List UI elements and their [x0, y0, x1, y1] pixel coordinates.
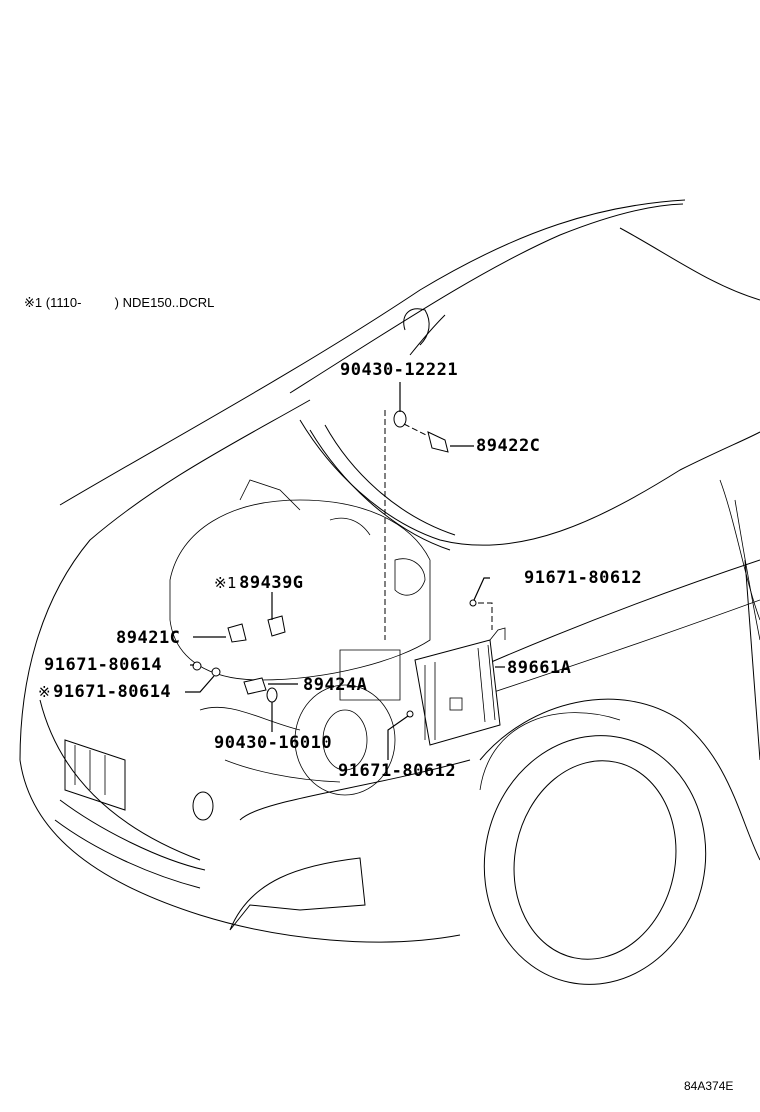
part-number: 89661A — [507, 658, 572, 678]
callout-91671-80612-lower[interactable]: 91671-80612 — [338, 763, 456, 780]
part-number: 91671-80614 — [44, 655, 163, 675]
small-parts — [192, 410, 477, 718]
front-wheel — [479, 712, 707, 985]
part-number: 91671-80612 — [338, 761, 457, 781]
leader-lines — [185, 382, 505, 760]
part-number: 89424A — [303, 675, 368, 695]
applicability-marker: ※ — [38, 683, 52, 701]
part-number: 89421C — [116, 628, 181, 648]
callout-91671-80612-upper[interactable]: 91671-80612 — [524, 570, 642, 587]
front-bumper — [19, 699, 471, 943]
part-number: 90430-12221 — [340, 360, 459, 380]
part-number: 91671-80612 — [524, 568, 643, 588]
callout-89421C[interactable]: 89421C — [116, 630, 180, 647]
callout-91671-80614[interactable]: 91671-80614 — [44, 657, 162, 674]
note-range-end: ) — [114, 295, 119, 310]
part-number: 89422C — [476, 436, 541, 456]
callout-90430-16010[interactable]: 90430-16010 — [214, 735, 332, 752]
callout-89422C[interactable]: 89422C — [476, 438, 540, 455]
callout-89661A[interactable]: 89661A — [507, 660, 571, 677]
callout-91671-80614-marked[interactable]: ※91671-80614 — [38, 684, 171, 701]
engine-assembly — [169, 479, 431, 796]
windshield-outline — [59, 199, 760, 506]
callout-89424A[interactable]: 89424A — [303, 677, 367, 694]
applicability-marker: ※1 — [214, 574, 238, 592]
part-number: 90430-16010 — [214, 733, 333, 753]
hood-outline — [19, 399, 760, 761]
note-models: NDE150..DCRL — [122, 295, 215, 310]
part-number: 91671-80614 — [53, 682, 172, 702]
engine-control-computer — [414, 627, 506, 746]
note-marker: ※1 — [24, 295, 43, 310]
note-range-start: (1110- — [45, 295, 82, 310]
callout-90430-12221[interactable]: 90430-12221 — [340, 362, 458, 379]
model-range-note: ※1 (1110- ) NDE150..DCRL — [24, 296, 214, 309]
illustration-id: 84A374E — [684, 1079, 734, 1093]
part-number: 89439G — [239, 573, 304, 593]
fender-outline — [449, 559, 760, 861]
